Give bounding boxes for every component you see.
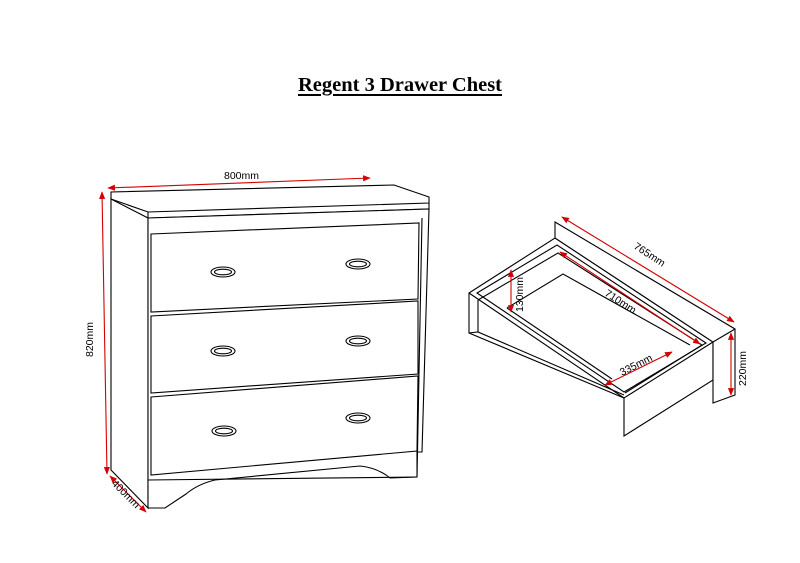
drawer-inner-height-label: 130mm: [514, 277, 526, 312]
drawer-inner-width-dimension-line: [604, 351, 673, 386]
chest-height-dimension-line: [99, 191, 110, 475]
drawer-handle: [210, 335, 371, 357]
chest-drawing: 800mm 820mm 400mm: [84, 170, 430, 513]
chest-depth-dimension-line: [109, 475, 147, 513]
chest-side-panel: [110, 198, 149, 510]
diagram-title: Regent 3 Drawer Chest: [298, 74, 502, 96]
drawer-front-top: [150, 222, 420, 313]
chest-width-label: 800mm: [224, 170, 259, 182]
drawer-front-middle: [150, 300, 419, 394]
drawer-drawing: 765mm 220mm 710mm 335mm 130mm: [468, 216, 749, 437]
drawer-length-label: 765mm: [631, 240, 667, 269]
chest-width-dimension-line: [107, 175, 371, 191]
drawer-height-label: 220mm: [737, 351, 749, 386]
drawer-front-bottom: [150, 375, 419, 476]
drawer-handle: [210, 258, 371, 278]
chest-height-label: 820mm: [84, 322, 96, 357]
drawer-inner-depth-dimension-line: [559, 251, 701, 345]
drawer-handle: [211, 412, 371, 437]
chest-top: [110, 184, 430, 213]
